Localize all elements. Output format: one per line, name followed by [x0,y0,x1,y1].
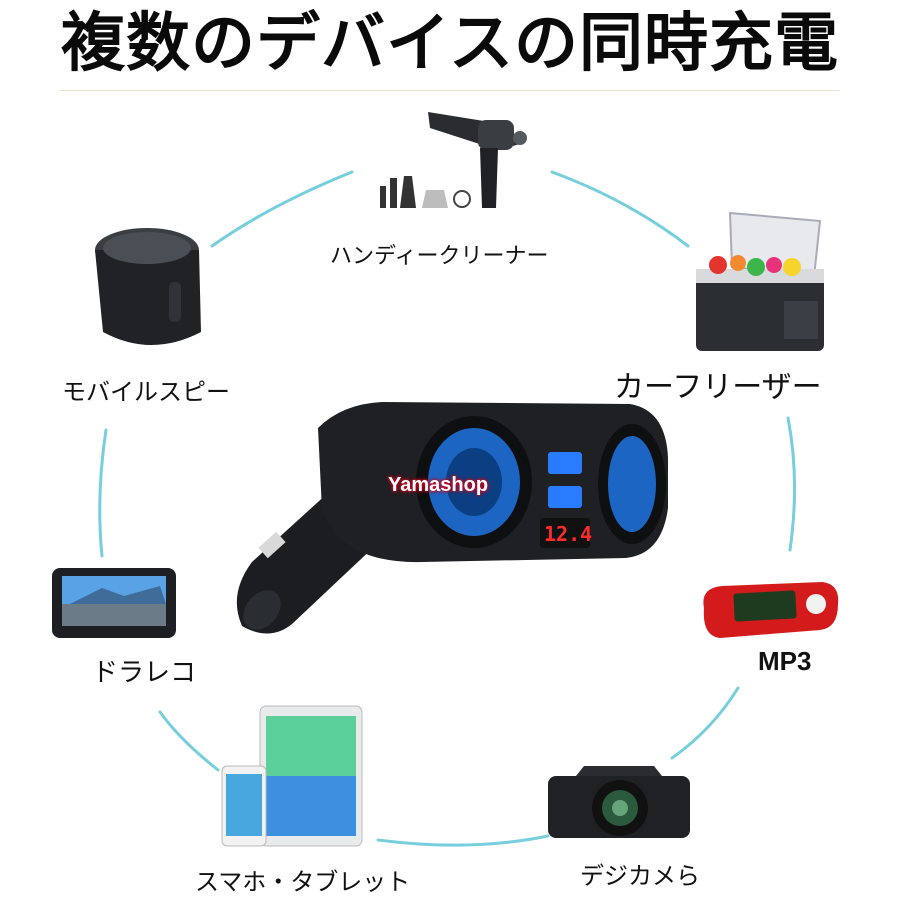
label-dashcam: ドラレコ [92,658,197,688]
dashcam-icon [52,568,176,638]
ring-arc-2 [550,170,690,248]
title-divider [60,90,840,91]
ring-arc-3 [786,416,797,552]
smartphone-tablet-icon [221,705,363,847]
label-mobile-speaker: モバイルスピー [62,378,230,406]
voltage-display-readout: 12.4 [544,522,593,546]
watermark-text: Yamashop [388,474,489,496]
car-charger-icon [236,402,668,634]
ring-arc-6 [158,710,220,772]
ring-arc-4 [670,686,740,760]
digital-camera-icon [548,766,690,838]
ring-arc-1 [210,170,354,248]
label-mp3: MP3 [758,646,812,676]
page-title: 複数のデバイスの同時充電 [60,7,840,81]
ring-arc-7 [98,428,108,558]
label-smartphone-tablet: スマホ・タブレット [195,868,411,896]
ring-arc-5 [376,834,550,847]
bluetooth-speaker-icon [95,228,201,345]
label-digital-camera: デジカメら [580,862,700,890]
label-car-fridge: カーフリーザー [614,370,822,405]
mp3-player-icon [703,582,839,638]
car-fridge-icon [696,211,824,351]
label-handy-cleaner: ハンディークリーナー [330,244,549,269]
vacuum-cleaner-icon [380,112,527,208]
